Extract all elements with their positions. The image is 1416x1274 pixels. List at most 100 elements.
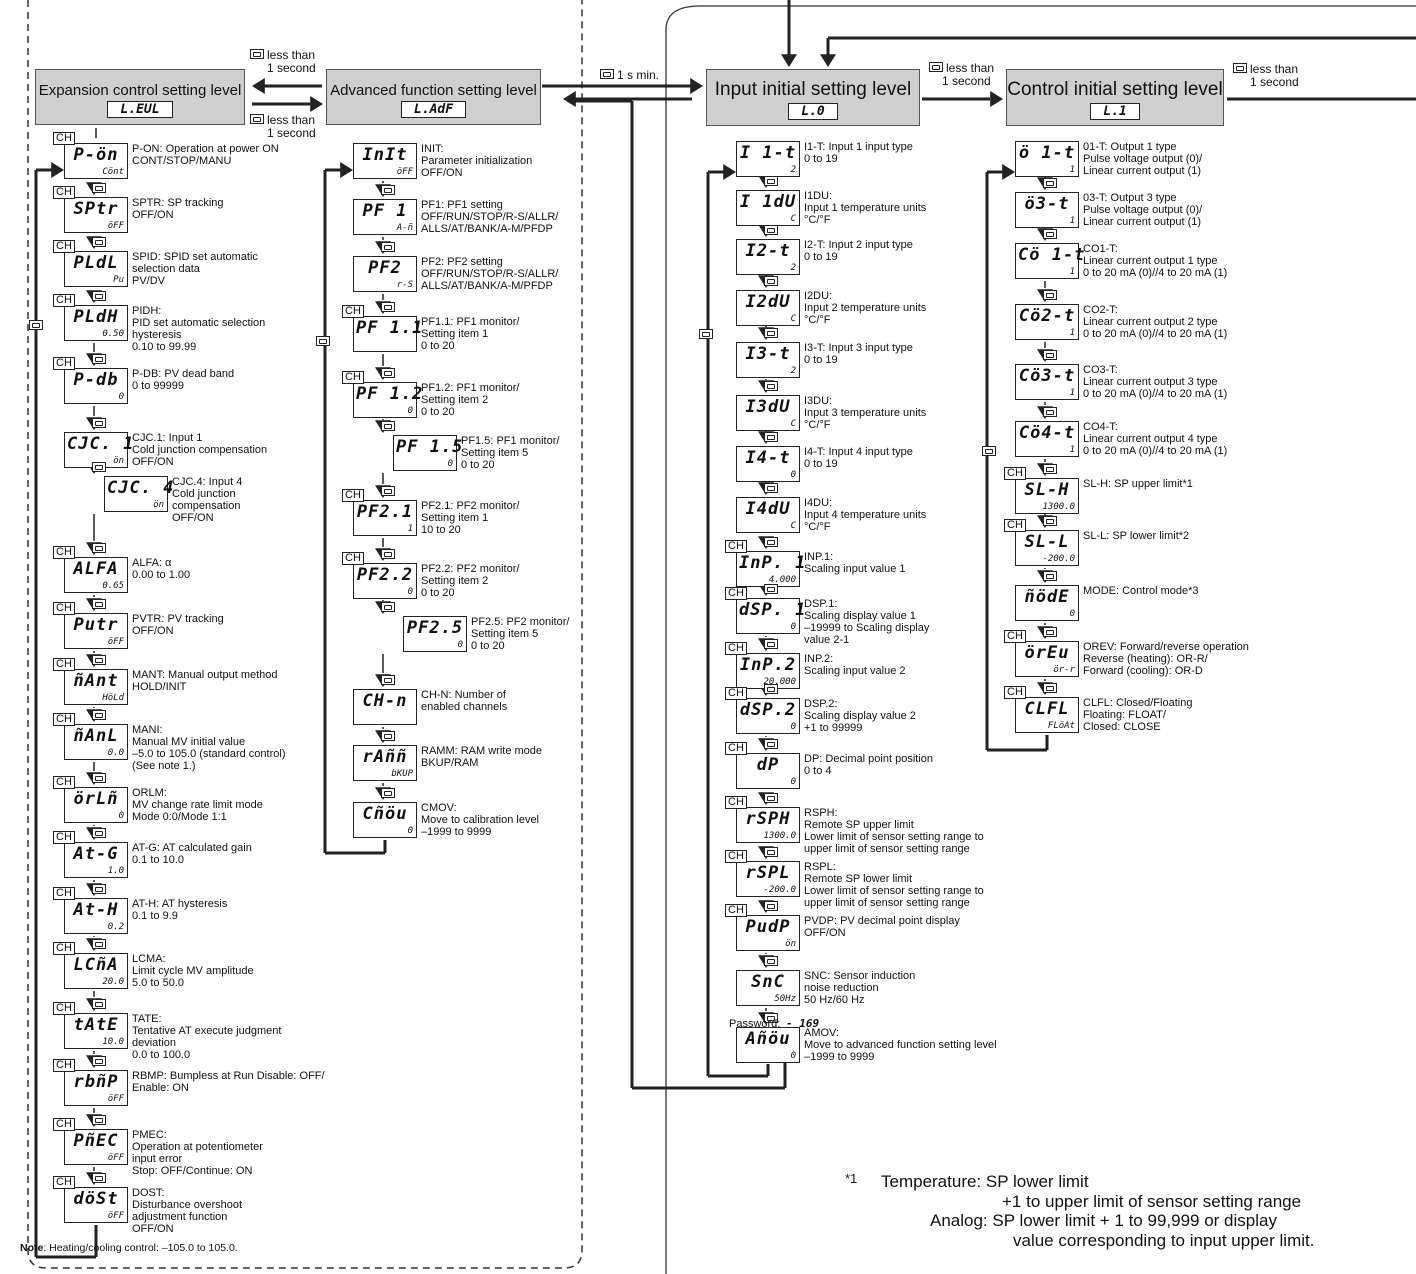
description-line: DSP.1: bbox=[804, 598, 838, 610]
description-line: Linear current output 2 type bbox=[1083, 316, 1218, 328]
parameter-value: FLöAt bbox=[1047, 721, 1075, 731]
footnote-line: value corresponding to input upper limit… bbox=[1013, 1231, 1315, 1250]
description-line: Closed: CLOSE bbox=[1083, 721, 1161, 733]
parameter-value: Cönt bbox=[102, 167, 124, 177]
description-line: Move to advanced function setting level bbox=[804, 1039, 997, 1051]
description-line: TATE: bbox=[132, 1013, 162, 1025]
parameter-value: ön bbox=[113, 456, 124, 466]
ch-badge: CH bbox=[53, 294, 75, 307]
parameter-value: 1300.0 bbox=[763, 831, 796, 841]
key-icon bbox=[316, 336, 330, 346]
parameter-description: DSP.1:Scaling display value 1–19999 to S… bbox=[804, 598, 929, 646]
description-line: Linear current output 4 type bbox=[1083, 433, 1218, 445]
parameter-value: 1 bbox=[1069, 388, 1075, 398]
description-line: OFF/ON bbox=[132, 456, 174, 468]
parameter-value: 4.000 bbox=[768, 575, 796, 585]
description-line: Setting item 1 bbox=[421, 512, 489, 524]
parameter-code: Putr bbox=[73, 615, 119, 635]
description-line: CO1-T: bbox=[1083, 243, 1118, 255]
description-line: CO4-T: bbox=[1083, 421, 1118, 433]
key-icon bbox=[92, 599, 106, 609]
key-icon bbox=[381, 368, 395, 378]
key-icon bbox=[764, 276, 778, 286]
ch-badge: CH bbox=[342, 305, 364, 318]
parameter-code: tAtE bbox=[73, 1015, 119, 1035]
input-initial-level-box: Input initial setting level L.0 bbox=[706, 69, 920, 126]
connector bbox=[340, 162, 353, 178]
description-line: OREV: Forward/reverse operation bbox=[1083, 641, 1249, 653]
key-icon bbox=[764, 847, 778, 857]
parameter-value: C bbox=[790, 419, 796, 429]
description-line: PF2.2: PF2 monitor/ bbox=[421, 563, 520, 575]
description-line: MODE: Control mode*3 bbox=[1083, 585, 1199, 597]
parameter-value: 1 bbox=[1069, 216, 1075, 226]
lcd-display: rSPL-200.0 bbox=[736, 861, 800, 897]
parameter-value: 0.65 bbox=[102, 581, 124, 591]
description-line: MV change rate limit mode bbox=[132, 799, 263, 811]
description-line: 50 Hz/60 Hz bbox=[804, 994, 865, 1006]
ch-badge: CH bbox=[53, 1059, 75, 1072]
description-line: I2DU: bbox=[804, 290, 833, 302]
parameter-code: ñAnL bbox=[73, 726, 119, 746]
parameter-value: 1.0 bbox=[107, 866, 124, 876]
ch-badge: CH bbox=[342, 489, 364, 502]
ch-badge: CH bbox=[53, 831, 75, 844]
ch-badge: CH bbox=[53, 132, 75, 145]
description-line: MANI: bbox=[132, 724, 163, 736]
ch-badge: CH bbox=[1004, 519, 1026, 532]
parameter-value: 1 bbox=[407, 524, 413, 534]
key-icon bbox=[92, 710, 106, 720]
key-icon bbox=[381, 302, 395, 312]
connector bbox=[310, 96, 323, 112]
description-line: ALFA: α bbox=[132, 557, 172, 569]
description-line: 0 to 20 bbox=[421, 406, 455, 418]
ch-badge: CH bbox=[725, 587, 747, 600]
description-line: I3-T: Input 3 input type bbox=[804, 342, 913, 354]
parameter-value: 0 bbox=[790, 1051, 796, 1061]
description-line: Cold junction bbox=[172, 488, 236, 500]
description-line: PID set automatic selection bbox=[132, 317, 266, 329]
advanced-level-code: L.AdF bbox=[400, 101, 467, 118]
parameter-code: dSP. 1 bbox=[739, 600, 807, 620]
parameter-code: At-H bbox=[73, 900, 119, 920]
description-line: Scaling display value 2 bbox=[804, 710, 916, 722]
description-line: Setting item 2 bbox=[421, 394, 489, 406]
ch-badge: CH bbox=[725, 642, 747, 655]
parameter-description: DSP.2:Scaling display value 2+1 to 99999 bbox=[804, 698, 916, 734]
description-line: 0 to 20 mA (0)//4 to 20 mA (1) bbox=[1083, 267, 1228, 279]
description-line: –1999 to 9999 bbox=[804, 1051, 875, 1063]
parameter-description: I1DU:Input 1 temperature units°C/°F bbox=[804, 190, 926, 226]
parameter-code: PudP bbox=[745, 917, 791, 937]
key-icon bbox=[92, 999, 106, 1009]
description-line: Manual MV initial value bbox=[132, 736, 246, 748]
description-line: MANT: Manual output method bbox=[132, 669, 278, 681]
description-line: Input 4 temperature units bbox=[804, 509, 927, 521]
transition-label: 1 second bbox=[267, 61, 316, 75]
connector bbox=[781, 54, 797, 67]
parameter-value: öFF bbox=[107, 1094, 124, 1104]
key-icon bbox=[92, 939, 106, 949]
key-icon bbox=[1043, 178, 1057, 188]
ch-badge: CH bbox=[342, 552, 364, 565]
